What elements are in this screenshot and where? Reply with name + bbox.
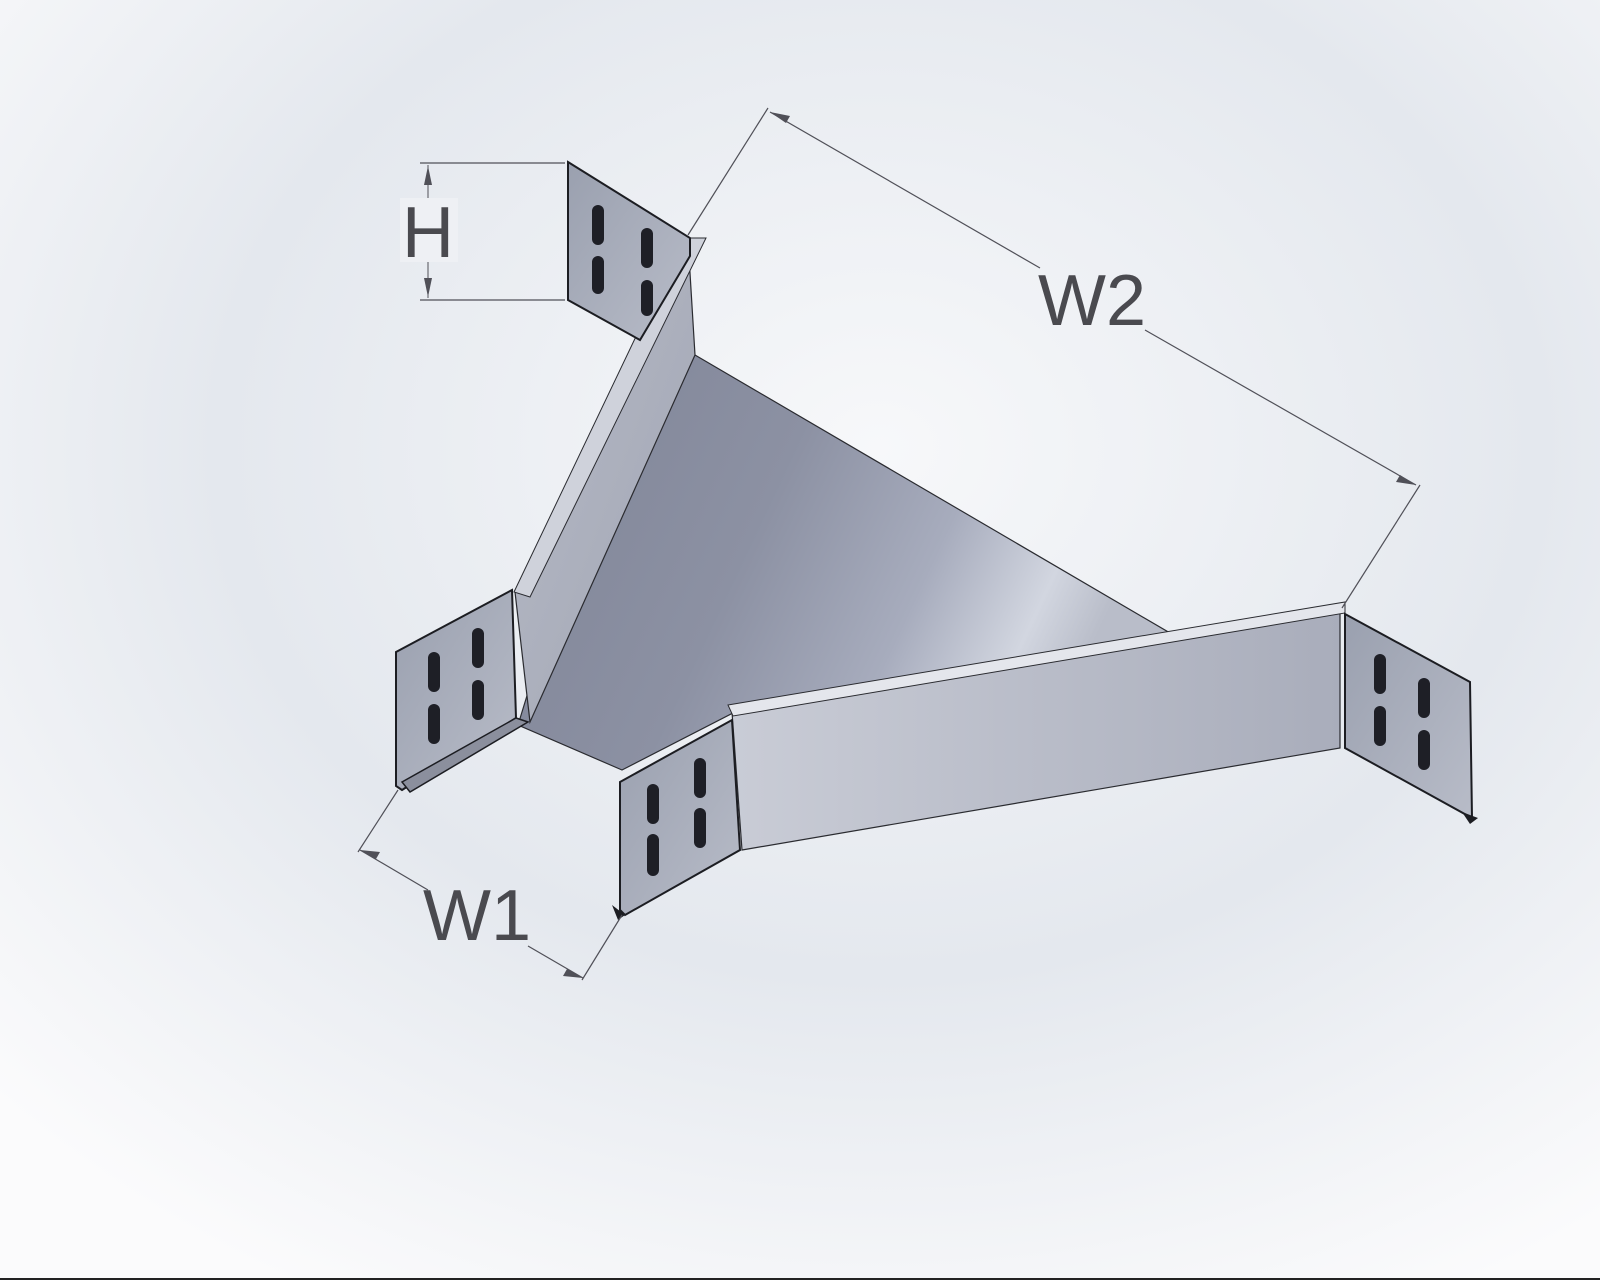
slot: [428, 704, 440, 744]
right-flange: [1344, 612, 1478, 824]
slot: [647, 784, 659, 824]
width2-label: W2: [1038, 261, 1146, 341]
slot: [1374, 654, 1386, 694]
slot: [694, 758, 706, 798]
slot: [694, 808, 706, 848]
width1-label: W1: [423, 876, 531, 956]
slot: [592, 205, 604, 245]
slot: [1374, 706, 1386, 746]
left-flange: [395, 588, 530, 793]
top-flange: [567, 160, 691, 342]
slot: [428, 652, 440, 692]
slot: [1418, 730, 1430, 770]
slot: [472, 628, 484, 668]
left-wall-rim: [513, 237, 707, 598]
slot: [647, 834, 659, 876]
middle-flange: [612, 718, 742, 920]
slot: [592, 256, 604, 294]
slot: [641, 280, 653, 316]
slot: [472, 680, 484, 720]
height-label: H: [402, 193, 454, 273]
slot: [1418, 678, 1430, 718]
width2-dimension: [687, 107, 1421, 609]
width1-dimension: [357, 789, 623, 981]
slot: [641, 228, 653, 268]
